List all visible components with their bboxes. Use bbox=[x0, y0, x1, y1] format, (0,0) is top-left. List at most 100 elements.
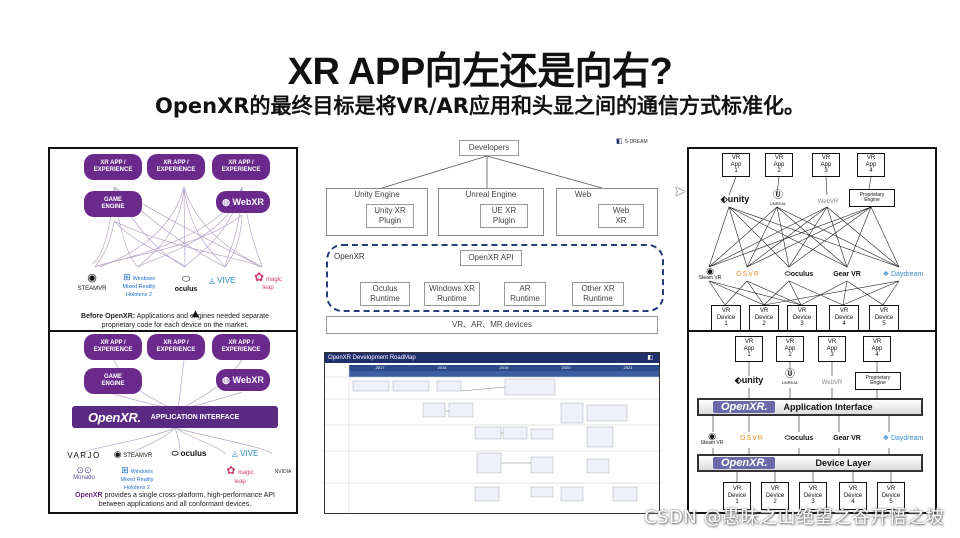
vr-device-3: VR Device 3 bbox=[787, 305, 817, 330]
ue-xr-plugin-box: UE XR Plugin bbox=[480, 204, 528, 228]
oculus-logo: ⬭oculus bbox=[174, 274, 198, 293]
steam-icon: ◉ bbox=[87, 272, 97, 284]
globe-icon: ◍ bbox=[222, 374, 233, 385]
xr-app-pill-1: XR APP / EXPERIENCE bbox=[84, 154, 142, 180]
vr-device-5: VR Device 5 bbox=[877, 482, 905, 510]
application-interface-label: Application Interface bbox=[783, 402, 873, 412]
openxr-region-label: OpenXR bbox=[334, 252, 365, 261]
unity-icon: ⬖ bbox=[734, 375, 742, 385]
openxr-logo: OpenXR. bbox=[713, 401, 776, 413]
vr-device-2: VR Device 2 bbox=[761, 482, 789, 510]
mesh-lines bbox=[708, 176, 900, 306]
before-openxr-panel: XR APP / EXPERIENCE XR APP / EXPERIENCE … bbox=[48, 147, 298, 332]
monado-icon: ⊙⊙ bbox=[76, 465, 92, 475]
webvr-logo: WebVR bbox=[817, 199, 839, 205]
oculus-icon: ⬭ bbox=[784, 271, 791, 278]
webxr-box: Web XR bbox=[598, 204, 644, 228]
monado-logo: ⊙⊙Monado bbox=[73, 465, 95, 482]
vr-app-1: VR App 1 bbox=[722, 153, 750, 177]
unreal-icon: Ⓤ bbox=[785, 369, 795, 380]
vr-device-2: VR Device 2 bbox=[749, 305, 779, 330]
hierarchy-lines bbox=[381, 155, 603, 189]
vr-device-3: VR Device 3 bbox=[799, 482, 827, 510]
gear-vr-logo: Gear VR bbox=[833, 271, 861, 278]
daydream-icon: ❖ bbox=[882, 271, 891, 278]
openxr-dashed-region bbox=[326, 244, 664, 312]
sdream-icon: ◧ bbox=[647, 355, 653, 361]
magic-leap-logo: ✿ magic leap bbox=[253, 270, 283, 291]
gear-vr-logo: Gear VR bbox=[833, 435, 861, 442]
oculus-logo: ⬭oculus bbox=[784, 435, 814, 442]
mouse-pointer-icon: ➤ bbox=[674, 184, 686, 200]
openxr-roadmap-table: OpenXR Development RoadMap◧ 2017 2018 20… bbox=[324, 352, 660, 514]
xr-app-pill-2: XR APP / EXPERIENCE bbox=[147, 334, 205, 360]
csdn-watermark: CSDN @愚昧之山绝望之谷开悟之坡 bbox=[643, 507, 944, 528]
game-engine-pill: GAME ENGINE bbox=[84, 191, 142, 217]
after-openxr-panel: XR APP / EXPERIENCE XR APP / EXPERIENCE … bbox=[48, 330, 298, 514]
steam-icon: ◉ bbox=[113, 449, 122, 459]
before-openxr-caption: Before OpenXR: Applications and engines … bbox=[81, 313, 269, 329]
vr-app-2: VR App 2 bbox=[776, 336, 804, 362]
slide-subtitle: OpenXR的最终目标是将VR/AR应用和头显之间的通信方式标准化。 bbox=[155, 94, 805, 118]
openxr-application-interface-bar: OpenXR. APPLICATION INTERFACE bbox=[72, 406, 278, 428]
openxr-logo: OpenXR. bbox=[713, 457, 776, 469]
slide-title: XR APP向左还是向右? bbox=[287, 51, 673, 93]
vr-app-4: VR App 4 bbox=[857, 153, 885, 177]
vive-icon: ◬ bbox=[231, 449, 241, 458]
vr-app-4: VR App 4 bbox=[863, 336, 891, 362]
windows-mr-logo: ⊞ Windows Mixed Reality Hololens 2 bbox=[120, 465, 154, 491]
xr-app-pill-2: XR APP / EXPERIENCE bbox=[147, 154, 205, 180]
other-xr-runtime-box: Other XR Runtime bbox=[572, 282, 624, 306]
vr-device-4: VR Device 4 bbox=[829, 305, 859, 330]
daydream-logo: ❖ Daydream bbox=[882, 271, 924, 278]
webvr-logo: WebVR bbox=[821, 380, 843, 386]
oculus-icon: ⬭ bbox=[171, 449, 181, 458]
nvidia-logo: NVIDIA bbox=[274, 469, 292, 475]
unity-icon: ⬖ bbox=[720, 194, 728, 204]
xr-app-pill-1: XR APP / EXPERIENCE bbox=[84, 334, 142, 360]
devices-box: VR、AR、MR devices bbox=[326, 316, 658, 334]
daydream-icon: ❖ bbox=[882, 435, 891, 442]
steamvr-logo: ◉STEAMVR bbox=[77, 272, 107, 292]
vive-icon: ◬ bbox=[208, 276, 218, 285]
vr-device-1: VR Device 1 bbox=[711, 305, 741, 330]
vr-app-3: VR App 3 bbox=[818, 336, 846, 362]
roadmap-title: OpenXR Development RoadMap◧ bbox=[325, 353, 659, 363]
windows-xr-runtime-box: Windows XR Runtime bbox=[424, 282, 480, 306]
unity-xr-plugin-box: Unity XR Plugin bbox=[366, 204, 414, 228]
right-after-openxr-panel: VR App 1 VR App 2 VR App 3 VR App 4 ⬖uni… bbox=[687, 330, 937, 514]
unity-logo: ⬖unity bbox=[720, 194, 750, 204]
unity-logo: ⬖unity bbox=[734, 375, 764, 385]
openxr-caption: OpenXR provides a single cross-platform,… bbox=[75, 492, 275, 508]
vive-logo: ◬ VIVE bbox=[231, 449, 259, 458]
openxr-logo: OpenXR. bbox=[88, 409, 141, 425]
oculus-icon: ⬭ bbox=[181, 274, 191, 285]
application-interface-label: APPLICATION INTERFACE bbox=[150, 413, 240, 421]
webxr-pill: ◍ WebXR bbox=[216, 369, 270, 391]
magic-leap-icon: ✿ bbox=[226, 465, 236, 477]
proprietary-engine-box: Proprietary Engine bbox=[849, 189, 895, 207]
oculus-logo: ⬭ oculus bbox=[171, 449, 207, 458]
openxr-application-interface-bar: OpenXR. Application Interface bbox=[697, 398, 923, 416]
magic-leap-logo: ✿ magic leap bbox=[226, 465, 254, 485]
openxr-architecture-diagram: ◧ S-DREAM Developers Unity Engine Unity … bbox=[322, 134, 668, 338]
vr-device-4: VR Device 4 bbox=[839, 482, 867, 510]
roadmap-year-row: 2017 2018 2019 2020 2021 bbox=[349, 365, 659, 371]
vr-app-2: VR App 2 bbox=[765, 153, 793, 177]
globe-icon: ◍ bbox=[222, 196, 233, 207]
sdream-brand: ◧ S-DREAM bbox=[616, 138, 648, 145]
game-engine-pill: GAME ENGINE bbox=[84, 368, 142, 394]
webxr-pill: ◍ WebXR bbox=[216, 191, 270, 213]
vr-app-1: VR App 1 bbox=[735, 336, 763, 362]
openxr-api-box: OpenXR API bbox=[460, 250, 522, 266]
roadmap-grid bbox=[325, 363, 659, 513]
ar-runtime-box: AR Runtime bbox=[504, 282, 546, 306]
developers-box: Developers bbox=[459, 140, 519, 156]
vr-device-5: VR Device 5 bbox=[869, 305, 899, 330]
steamvr-logo: ◉Steam VR bbox=[700, 431, 724, 447]
oculus-runtime-box: Oculus Runtime bbox=[360, 282, 410, 306]
oculus-logo: ⬭oculus bbox=[784, 271, 814, 278]
windows-mr-logo: ⊞ Windows Mixed Reality Hololens 2 bbox=[122, 272, 156, 298]
